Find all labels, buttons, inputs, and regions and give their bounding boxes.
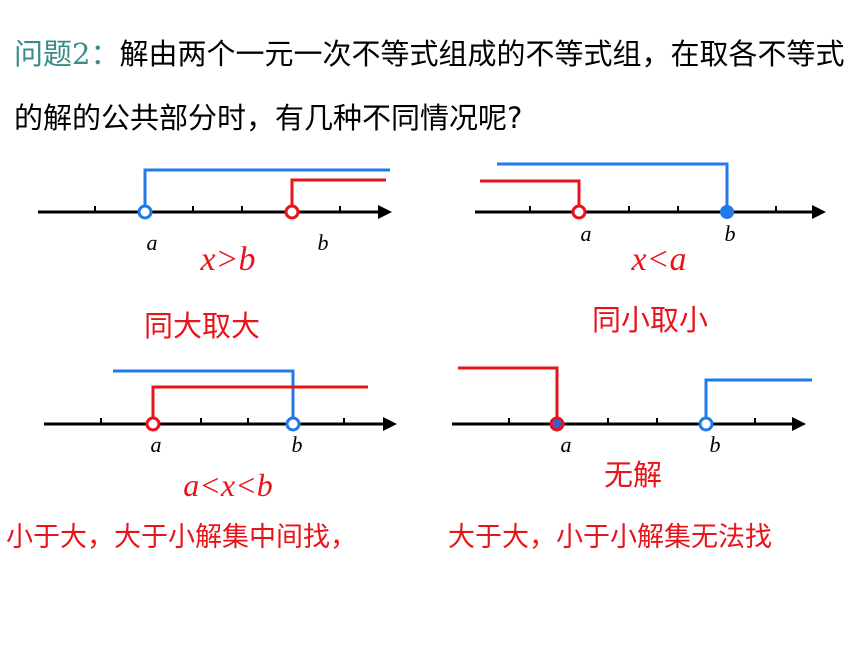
open-point-a (145, 416, 161, 432)
point-label-b: b (292, 432, 303, 457)
panel-both-less: a b x<a (475, 162, 826, 278)
ray-red (290, 178, 386, 212)
open-point-b (698, 416, 714, 432)
ray-blue (704, 378, 812, 424)
question-text: 问题2：解由两个一元一次不等式组成的不等式组，在取各不等式的解的公共部分时，有几… (14, 22, 854, 150)
point-label-a: a (147, 230, 158, 255)
axis-arrow (812, 205, 826, 219)
summary-no-solution: 大于大，小于小解集无法找 (448, 522, 772, 553)
ray-blue (143, 168, 390, 212)
question-label: 问题2： (14, 37, 120, 71)
point-label-b: b (710, 432, 721, 457)
panel-both-greater: a b x>b (38, 168, 392, 278)
rule-both-greater: 同大取大 (144, 309, 261, 343)
panel-between: a b a<x<b (44, 369, 397, 503)
solution-expression: x>b (199, 241, 255, 278)
solution-expression: x<a (630, 241, 686, 278)
ray-red (151, 385, 368, 424)
panel-no-solution: a b (452, 366, 812, 457)
axis-arrow (378, 205, 392, 219)
open-point-b (285, 416, 301, 432)
ray-blue (113, 369, 295, 424)
axis-arrow (383, 417, 397, 431)
axis-arrow (792, 417, 806, 431)
question-body: 解由两个一元一次不等式组成的不等式组，在取各不等式的解的公共部分时，有几种不同情… (14, 37, 845, 135)
open-point-b (284, 204, 300, 220)
point-label-b: b (725, 221, 736, 246)
solution-expression: a<x<b (183, 467, 272, 503)
ray-blue (497, 162, 729, 212)
rule-both-less: 同小取小 (592, 303, 709, 337)
open-point-a (137, 204, 153, 220)
point-label-a: a (561, 432, 572, 457)
point-label-a: a (581, 221, 592, 246)
closed-point-b (720, 205, 734, 219)
point-label-a: a (151, 432, 162, 457)
summary-between: 小于大，大于小解集中间找， (6, 522, 357, 553)
ray-red (458, 366, 559, 424)
ray-red (480, 179, 581, 212)
open-point-a (571, 204, 587, 220)
point-label-b: b (318, 230, 329, 255)
closed-point-a (549, 416, 565, 432)
rule-no-solution: 无解 (604, 458, 663, 492)
